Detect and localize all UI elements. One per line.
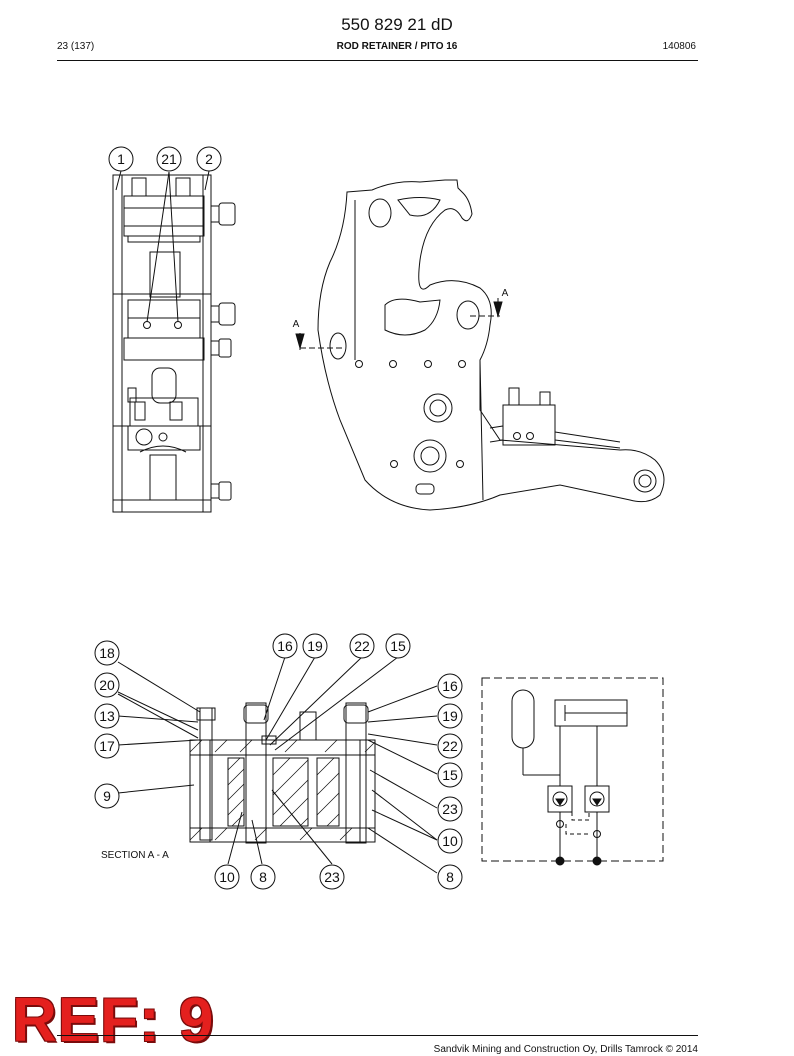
section-marker-left <box>295 333 345 350</box>
svg-text:15: 15 <box>442 767 458 783</box>
callout-20: 20 <box>94 672 120 698</box>
page-number: 23 (137) <box>57 41 95 52</box>
section-marker-right <box>470 298 503 318</box>
callout-right-22: 22 <box>437 733 463 759</box>
svg-text:16: 16 <box>277 638 293 654</box>
callout-right-16: 16 <box>437 673 463 699</box>
front-view-drawing <box>112 174 236 513</box>
callout-bottom-10: 10 <box>214 864 240 890</box>
callout-1: 1 <box>108 146 134 172</box>
page-title: ROD RETAINER / PITO 16 <box>336 41 458 52</box>
svg-text:21: 21 <box>161 151 177 167</box>
ref-stamp: REF: 9 <box>12 986 215 1055</box>
callout-bottom-23: 23 <box>319 864 345 890</box>
header-divider <box>57 60 698 61</box>
callout-right-19: 19 <box>437 703 463 729</box>
section-drawing <box>189 702 376 844</box>
svg-text:22: 22 <box>354 638 370 654</box>
callout-2: 2 <box>196 146 222 172</box>
hydraulic-schematic <box>481 677 664 866</box>
section-label-left: A <box>293 319 300 330</box>
callout-21: 21 <box>156 146 182 172</box>
callout-right-15: 15 <box>437 762 463 788</box>
svg-text:8: 8 <box>446 869 454 885</box>
svg-text:23: 23 <box>442 801 458 817</box>
svg-text:19: 19 <box>442 708 458 724</box>
callout-bottom-8: 8 <box>250 864 276 890</box>
svg-text:8: 8 <box>259 869 267 885</box>
svg-text:18: 18 <box>99 645 115 661</box>
document-number: 550 829 21 dD <box>341 15 453 34</box>
svg-text:10: 10 <box>442 833 458 849</box>
section-caption: SECTION A - A <box>101 850 169 861</box>
callout-top-16: 16 <box>272 633 298 659</box>
svg-text:13: 13 <box>99 708 115 724</box>
side-view-drawing <box>317 179 665 511</box>
svg-text:2: 2 <box>205 151 213 167</box>
date-code: 140806 <box>662 41 696 52</box>
svg-text:17: 17 <box>99 738 115 754</box>
callout-18: 18 <box>94 640 120 666</box>
callout-top-15: 15 <box>385 633 411 659</box>
callout-top-22: 22 <box>349 633 375 659</box>
section-label-right: A <box>502 288 509 299</box>
callout-top-19: 19 <box>302 633 328 659</box>
svg-text:1: 1 <box>117 151 125 167</box>
svg-text:16: 16 <box>442 678 458 694</box>
svg-text:20: 20 <box>99 677 115 693</box>
callout-right-23: 23 <box>437 796 463 822</box>
svg-text:22: 22 <box>442 738 458 754</box>
callout-right-10: 10 <box>437 828 463 854</box>
svg-text:15: 15 <box>390 638 406 654</box>
footer-copyright: Sandvik Mining and Construction Oy, Dril… <box>433 1044 698 1055</box>
callout-9: 9 <box>94 783 120 809</box>
callout-17: 17 <box>94 733 120 759</box>
svg-text:10: 10 <box>219 869 235 885</box>
callout-right-8: 8 <box>437 864 463 890</box>
callout-13: 13 <box>94 703 120 729</box>
svg-text:23: 23 <box>324 869 340 885</box>
svg-text:9: 9 <box>103 788 111 804</box>
svg-text:19: 19 <box>307 638 323 654</box>
footer-divider <box>57 1035 698 1036</box>
